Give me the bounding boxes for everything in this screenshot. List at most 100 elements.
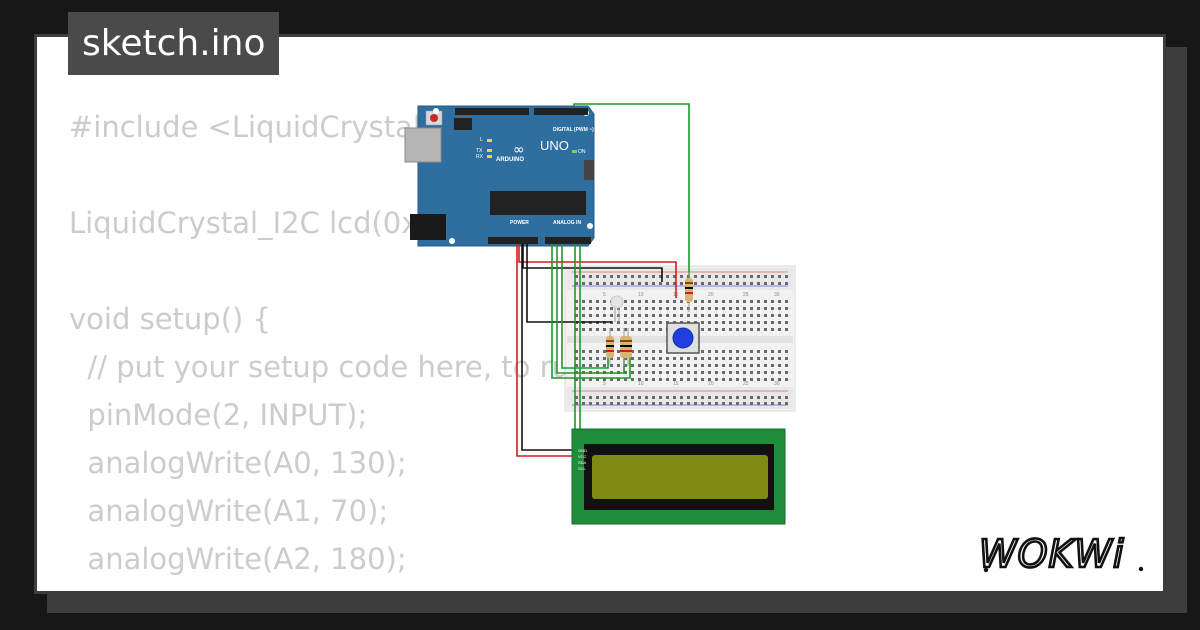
breadboard-hole xyxy=(666,357,669,360)
breadboard-hole xyxy=(757,357,760,360)
breadboard-number: 5 xyxy=(603,292,606,298)
code-line: lcd.init(); xyxy=(69,583,677,591)
breadboard-hole xyxy=(582,396,585,399)
breadboard-hole xyxy=(673,300,676,303)
breadboard-hole xyxy=(652,350,655,353)
breadboard-hole xyxy=(582,378,585,381)
breadboard-hole xyxy=(694,282,697,285)
breadboard-hole xyxy=(589,328,592,331)
breadboard-hole xyxy=(757,275,760,278)
breadboard-hole xyxy=(722,314,725,317)
breadboard-hole xyxy=(603,350,606,353)
breadboard-hole xyxy=(757,371,760,374)
breadboard-hole xyxy=(750,328,753,331)
breadboard-hole xyxy=(666,371,669,374)
wire-digital-2 xyxy=(573,103,690,300)
breadboard-hole xyxy=(596,282,599,285)
breadboard-hole xyxy=(729,396,732,399)
breadboard-hole xyxy=(659,275,662,278)
breadboard-hole xyxy=(764,282,767,285)
breadboard-hole xyxy=(673,402,676,405)
breadboard-hole xyxy=(659,307,662,310)
breadboard-hole xyxy=(701,314,704,317)
breadboard-hole xyxy=(659,402,662,405)
breadboard-hole xyxy=(666,378,669,381)
breadboard-hole xyxy=(729,357,732,360)
breadboard-hole xyxy=(610,307,613,310)
breadboard-hole xyxy=(687,378,690,381)
breadboard-hole xyxy=(750,314,753,317)
breadboard-hole xyxy=(778,282,781,285)
breadboard-hole xyxy=(589,300,592,303)
breadboard-hole xyxy=(680,300,683,303)
breadboard-hole xyxy=(645,275,648,278)
breadboard-hole xyxy=(778,350,781,353)
breadboard-hole xyxy=(750,275,753,278)
breadboard-hole xyxy=(757,396,760,399)
digital-header-right xyxy=(534,108,588,115)
breadboard-number: 25 xyxy=(743,381,749,387)
arduino-logo-infinity: ∞ xyxy=(513,142,525,158)
breadboard-hole xyxy=(743,357,746,360)
breadboard-hole xyxy=(652,314,655,317)
breadboard-hole xyxy=(610,364,613,367)
breadboard-hole xyxy=(582,364,585,367)
breadboard-hole xyxy=(715,350,718,353)
breadboard-hole xyxy=(715,371,718,374)
file-title: sketch.ino xyxy=(68,12,280,75)
breadboard-hole xyxy=(659,314,662,317)
breadboard-hole xyxy=(617,364,620,367)
breadboard-hole xyxy=(589,275,592,278)
breadboard-hole xyxy=(617,282,620,285)
breadboard-hole xyxy=(778,364,781,367)
breadboard-hole xyxy=(736,328,739,331)
breadboard-hole xyxy=(624,396,627,399)
breadboard-hole xyxy=(778,371,781,374)
breadboard-hole xyxy=(638,328,641,331)
breadboard-hole xyxy=(701,371,704,374)
breadboard-hole xyxy=(603,282,606,285)
breadboard-hole xyxy=(694,371,697,374)
breadboard-hole xyxy=(750,402,753,405)
breadboard-hole xyxy=(736,307,739,310)
arduino-analog-label: ANALOG IN xyxy=(553,220,581,226)
breadboard-hole xyxy=(575,300,578,303)
breadboard-hole xyxy=(680,314,683,317)
breadboard-hole xyxy=(596,307,599,310)
breadboard-hole xyxy=(596,350,599,353)
breadboard-hole xyxy=(715,357,718,360)
breadboard-hole xyxy=(610,357,613,360)
wire-gnd xyxy=(522,244,663,282)
breadboard-number: 10 xyxy=(638,381,644,387)
breadboard-hole xyxy=(638,396,641,399)
breadboard-hole xyxy=(764,371,767,374)
push-button xyxy=(666,322,700,354)
breadboard-hole xyxy=(680,396,683,399)
breadboard-hole xyxy=(736,364,739,367)
breadboard-hole xyxy=(722,378,725,381)
breadboard-hole xyxy=(673,314,676,317)
breadboard-hole xyxy=(757,307,760,310)
breadboard-hole xyxy=(589,282,592,285)
breadboard-hole xyxy=(617,275,620,278)
breadboard-hole xyxy=(743,328,746,331)
breadboard-hole xyxy=(715,402,718,405)
breadboard-hole xyxy=(582,357,585,360)
breadboard-hole xyxy=(638,357,641,360)
breadboard-hole xyxy=(680,402,683,405)
breadboard-hole xyxy=(610,328,613,331)
breadboard-hole xyxy=(778,307,781,310)
breadboard-number: 5 xyxy=(603,381,606,387)
breadboard-hole xyxy=(771,321,774,324)
breadboard-hole xyxy=(666,275,669,278)
breadboard-hole xyxy=(764,350,767,353)
breadboard-hole xyxy=(708,402,711,405)
breadboard-number: 15 xyxy=(673,381,679,387)
breadboard-hole xyxy=(729,371,732,374)
code-line: analogWrite(A0, 130); xyxy=(69,446,407,480)
breadboard-hole xyxy=(785,321,788,324)
breadboard-hole xyxy=(715,314,718,317)
breadboard-hole xyxy=(631,402,634,405)
breadboard-hole xyxy=(715,364,718,367)
